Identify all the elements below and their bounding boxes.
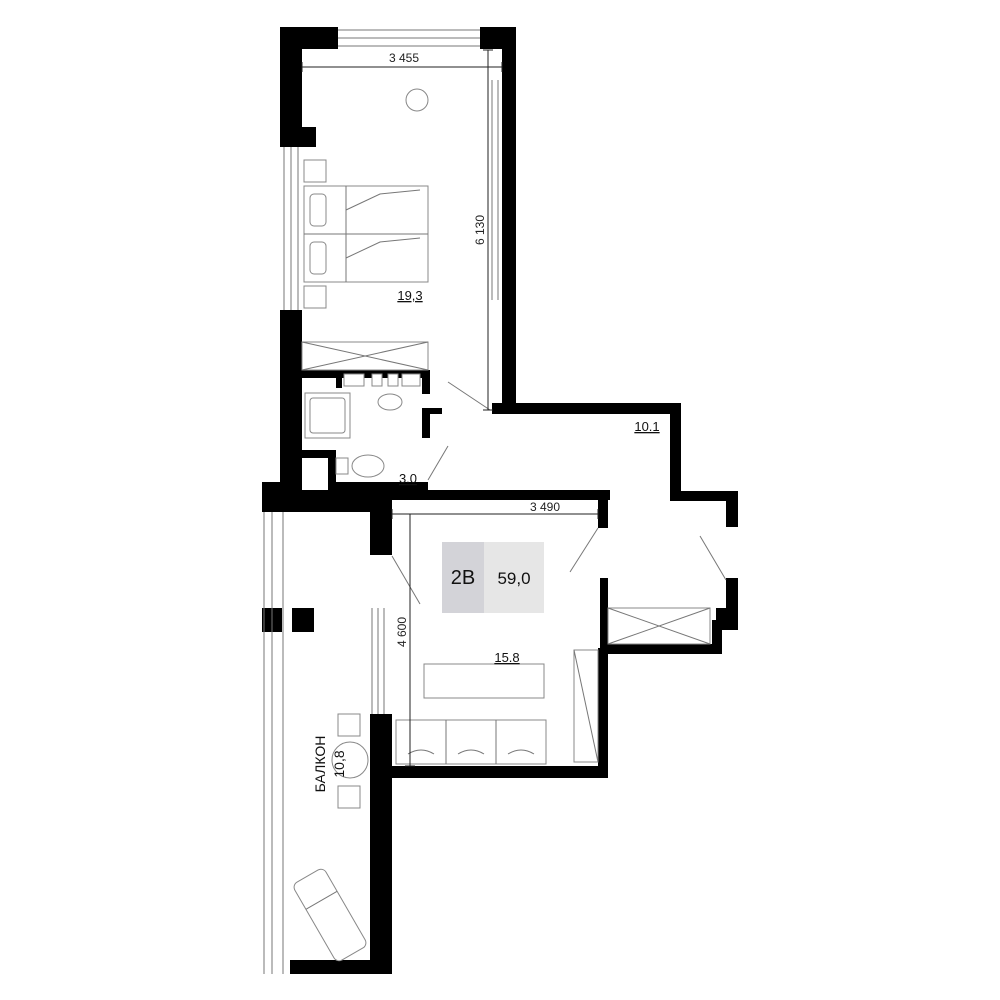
windows <box>263 29 480 974</box>
balcony-label: БАЛКОН <box>312 736 328 793</box>
hall-area-label: 10.1 <box>634 419 659 434</box>
unit-type-label: 2В <box>451 567 475 589</box>
living-area-label: 15.8 <box>494 650 519 665</box>
unit-badge: 2В 59,0 <box>442 542 544 613</box>
bedroom-area-label: 19,3 <box>397 288 422 303</box>
unit-total-area-label: 59,0 <box>497 569 530 588</box>
unit-type-box <box>442 542 484 613</box>
bedroom-length-label: 6 130 <box>473 215 487 245</box>
dimension-lines <box>301 49 599 767</box>
unit-area-box <box>484 542 544 613</box>
doors <box>391 381 727 605</box>
living-width-label: 3 490 <box>530 500 560 514</box>
bathroom-area-label: 3.0 <box>399 471 417 486</box>
living-length-label: 4 600 <box>395 617 409 647</box>
bedroom-width-label: 3 455 <box>389 51 419 65</box>
furniture <box>293 88 711 962</box>
walls <box>262 27 738 974</box>
balcony-area-label: 10,8 <box>331 750 347 777</box>
